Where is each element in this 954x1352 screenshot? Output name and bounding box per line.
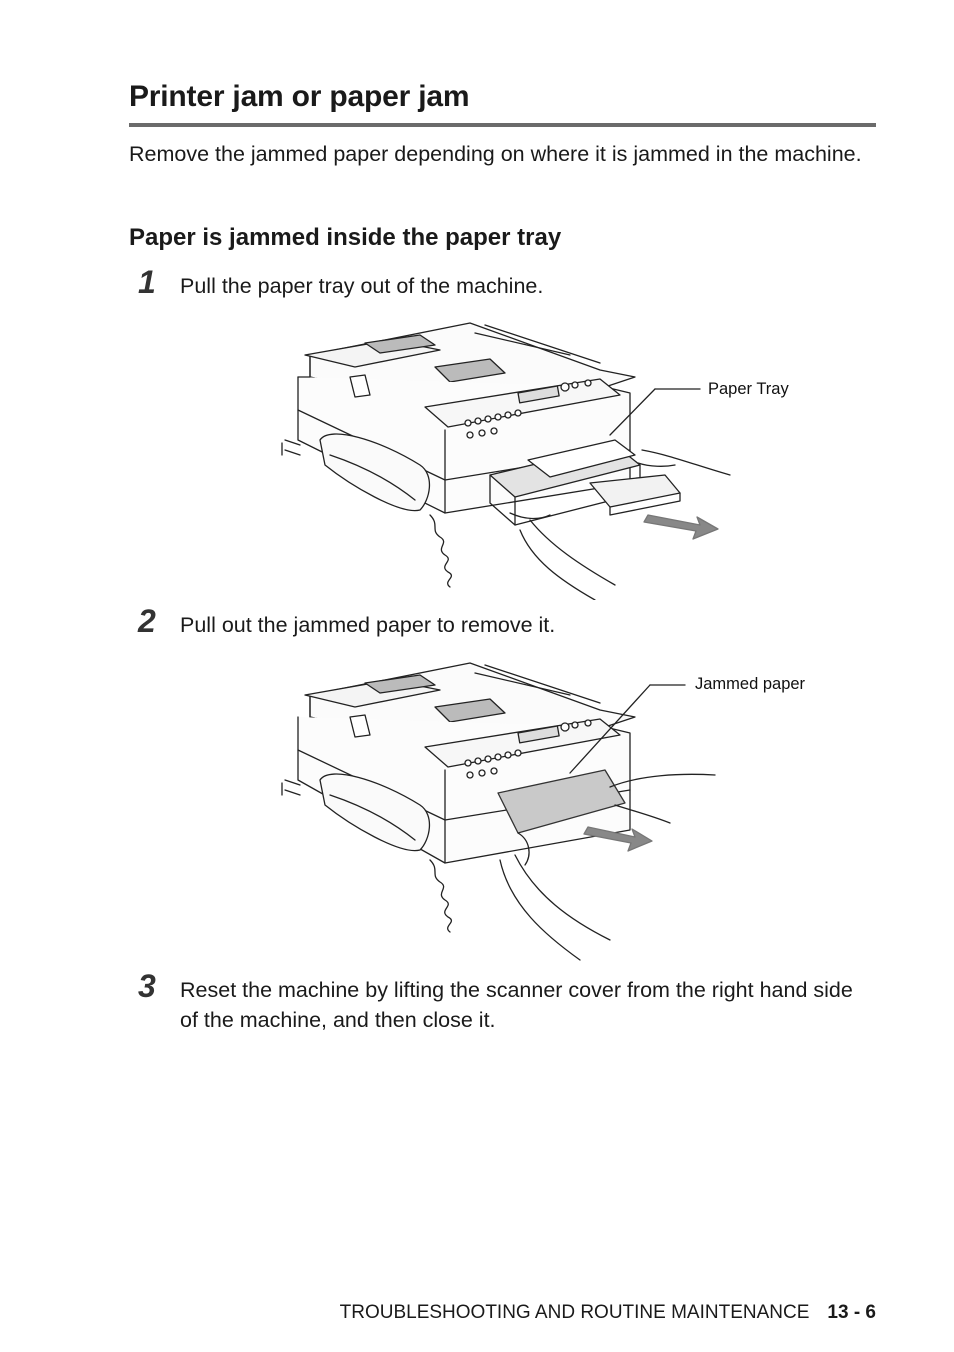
callout-paper-tray: Paper Tray: [708, 380, 789, 398]
footer-chapter: TROUBLESHOOTING AND ROUTINE MAINTENANCE: [339, 1302, 810, 1323]
paper-tray-illustration: [281, 322, 731, 600]
title-rule: [129, 123, 876, 127]
step-1-text: Pull the paper tray out of the machine.: [180, 274, 544, 298]
step-3-text: Reset the machine by lifting the scanner…: [180, 978, 853, 1032]
step-2-text: Pull out the jammed paper to remove it.: [180, 613, 556, 637]
footer-page-number: 13 - 6: [827, 1302, 876, 1323]
page-title: Printer jam or paper jam: [129, 80, 470, 113]
jammed-paper-illustration: [281, 662, 716, 961]
step-3-number: 3: [138, 968, 156, 1004]
page-footer: TROUBLESHOOTING AND ROUTINE MAINTENANCE 1…: [340, 1302, 876, 1324]
section-heading: Paper is jammed inside the paper tray: [129, 224, 562, 251]
step-1-number: 1: [138, 264, 156, 300]
callout-jammed-paper: Jammed paper: [695, 675, 806, 693]
intro-paragraph: Remove the jammed paper depending on whe…: [129, 142, 862, 166]
step-2-number: 2: [138, 603, 156, 639]
